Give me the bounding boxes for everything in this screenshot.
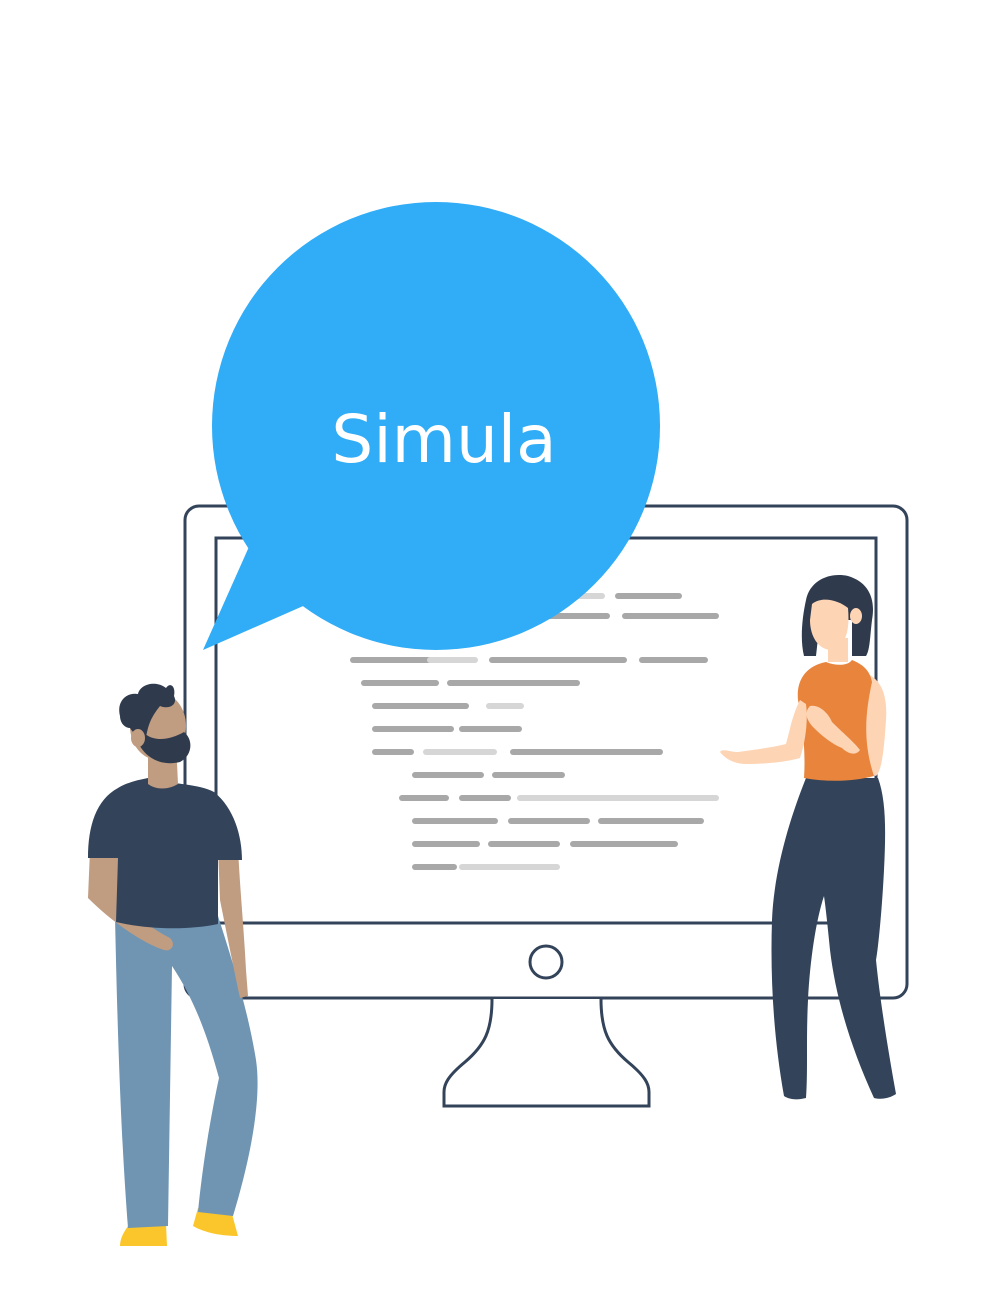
man-jeans: [115, 916, 258, 1228]
man-hair: [119, 683, 176, 739]
woman-ear: [850, 608, 862, 624]
speech-bubble-tail: [203, 540, 310, 650]
woman-figure: [720, 575, 896, 1100]
man-left-arm: [88, 850, 173, 951]
man-left-shoe: [120, 1224, 167, 1246]
speech-bubble-text: Simula: [331, 401, 556, 478]
woman-pants: [771, 778, 896, 1100]
woman-hand: [806, 705, 860, 754]
man-shirt: [88, 778, 242, 929]
monitor-stand: [442, 998, 651, 1108]
speech-bubble: Simula: [203, 202, 660, 650]
man-right-arm: [218, 848, 248, 998]
speech-bubble-circle: [212, 202, 660, 650]
man-beard: [140, 728, 191, 764]
woman-face: [810, 599, 849, 650]
power-button-icon: [528, 944, 564, 980]
woman-front-arm: [720, 700, 807, 764]
man-ear: [131, 729, 145, 747]
man-figure: [88, 683, 258, 1246]
